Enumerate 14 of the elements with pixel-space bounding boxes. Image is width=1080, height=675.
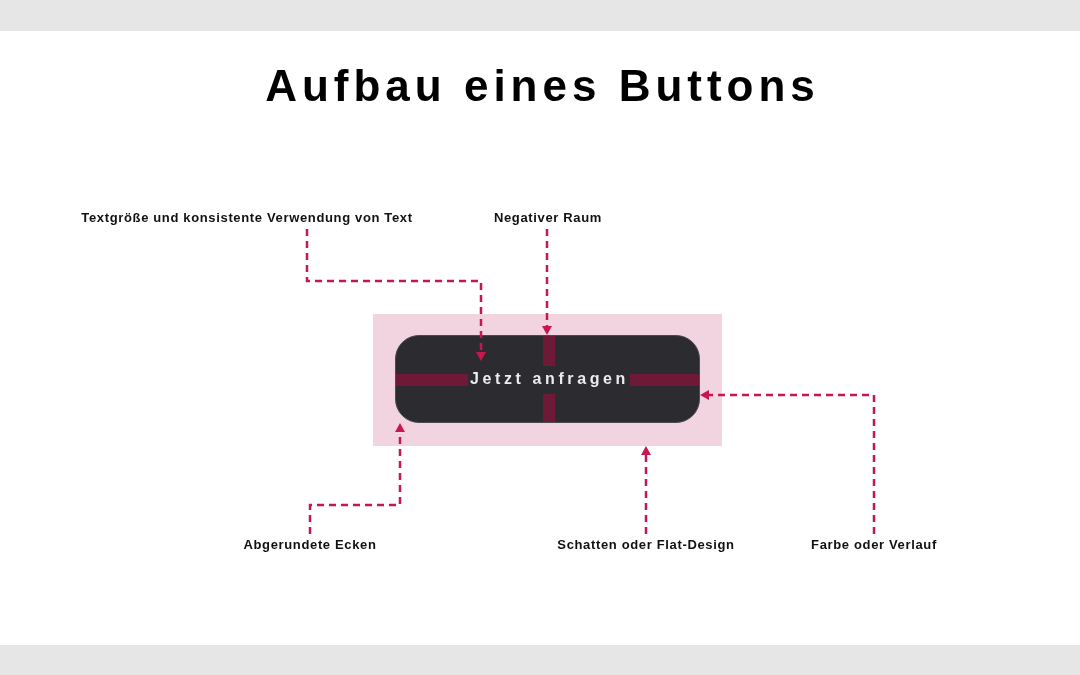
shadow-area <box>373 314 722 446</box>
leader-arrow <box>542 229 552 335</box>
button-label: Jetzt anfragen <box>469 369 629 389</box>
diagram-title: Aufbau eines Buttons <box>264 60 820 112</box>
leader-arrow <box>305 229 486 361</box>
annotation-label: Farbe oder Verlauf <box>811 537 937 553</box>
leader-arrow <box>308 423 405 534</box>
sample-button <box>395 335 700 423</box>
annotation-label: Abgerundete Ecken <box>243 537 377 553</box>
leader-arrow <box>641 446 651 534</box>
annotation-label: Schatten oder Flat-Design <box>557 537 735 553</box>
annotation-label: Textgröße und konsistente Verwendung von Text <box>81 210 413 226</box>
leader-arrow <box>700 390 876 534</box>
annotation-label: Negativer Raum <box>493 210 603 226</box>
